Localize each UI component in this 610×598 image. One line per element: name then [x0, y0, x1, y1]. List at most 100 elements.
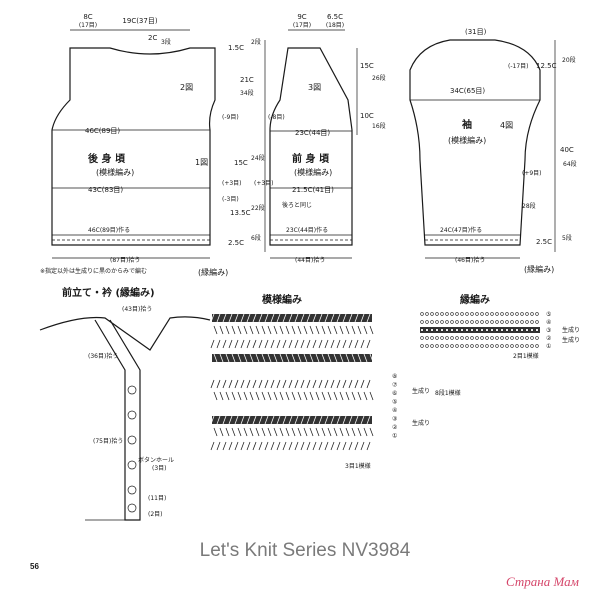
stitch-mark	[219, 325, 224, 335]
stitch-mark	[363, 353, 368, 363]
stitch-mark	[321, 353, 326, 363]
edging-mark	[470, 328, 474, 332]
stitch-row-label: ⑦	[392, 382, 398, 389]
stitch-mark	[312, 415, 317, 425]
edging-mark	[480, 336, 484, 340]
edging-row-label: ③	[546, 327, 551, 334]
stitch-mark	[300, 313, 305, 323]
edging-row	[420, 344, 539, 348]
buttonhole-label: ボタンホール	[138, 456, 174, 464]
stitch-mark	[240, 339, 245, 349]
s2r: 64段	[563, 160, 577, 168]
stitch-mark	[210, 313, 215, 323]
stitch-mark	[300, 339, 305, 349]
stitch-mark	[285, 427, 290, 437]
stitch-mark	[282, 415, 287, 425]
stitch-mark	[333, 325, 338, 335]
stitch-mark	[330, 415, 335, 425]
stitch-mark	[270, 441, 275, 451]
stitch-mark	[333, 391, 338, 401]
edging-mark	[445, 328, 449, 332]
f2r: 16段	[372, 122, 386, 130]
edging-mark	[475, 328, 479, 332]
back-name: 後 身 頃	[88, 152, 126, 165]
stitch-mark	[279, 427, 284, 437]
stitch-mark	[291, 325, 296, 335]
stitch-mark	[219, 391, 224, 401]
stitch-mark	[333, 353, 338, 363]
d1: 1.5C	[228, 44, 244, 52]
back-edge-label: (縁編み)	[198, 267, 228, 277]
stitch-mark	[321, 391, 326, 401]
stitch-row	[213, 427, 374, 437]
stitch-mark	[327, 391, 332, 401]
front-piece: 9C (17目) 6.5C (18目) 3図 23C(44目) 前 身 頃 (模…	[269, 13, 386, 264]
stitch-mark	[285, 353, 290, 363]
d4: (+3目)	[222, 180, 242, 187]
edging-row	[420, 336, 539, 340]
edging-mark	[515, 344, 519, 348]
stitch-mark	[258, 415, 263, 425]
edging-mark	[475, 312, 479, 316]
stitch-mark	[225, 325, 230, 335]
stitch-mark	[267, 325, 272, 335]
stitch-mark	[270, 313, 275, 323]
edging-mark	[450, 312, 454, 316]
stitch-mark	[327, 427, 332, 437]
stitch-mark	[279, 391, 284, 401]
stitch-mark	[246, 379, 251, 389]
edging-mark	[535, 336, 539, 340]
stitch-mark	[363, 325, 368, 335]
stitch-mark	[360, 379, 365, 389]
stitch-mark	[309, 353, 314, 363]
stitch-mark	[234, 441, 239, 451]
edging-color-1: 生成り	[562, 326, 580, 334]
stitch-mark	[357, 353, 362, 363]
stitch-mark	[300, 379, 305, 389]
stitch-mark	[246, 441, 251, 451]
stitch-mark	[246, 339, 251, 349]
stitch-mark	[369, 325, 374, 335]
edging-mark	[465, 336, 469, 340]
stitch-mark	[360, 339, 365, 349]
stitch-mark	[249, 325, 254, 335]
collar-side1: (36目)拾う	[88, 352, 118, 360]
stitch-mark	[249, 353, 254, 363]
edging-mark	[505, 344, 509, 348]
edging-mark	[535, 328, 539, 332]
stitch-mark	[240, 441, 245, 451]
stitch-mark	[225, 427, 230, 437]
stitch-row	[213, 325, 374, 335]
edging-row	[420, 327, 540, 333]
edging-mark	[425, 320, 429, 324]
stitch-mark	[225, 353, 230, 363]
stitch-mark	[357, 427, 362, 437]
stitch-mark	[303, 427, 308, 437]
stitch-row-label: ⑥	[392, 390, 397, 397]
stitch-mark	[240, 379, 245, 389]
stitch-mark	[264, 339, 269, 349]
watermark-logo: Страна Мам	[506, 574, 579, 589]
stitch-row	[210, 313, 372, 323]
edging-repeat-sts: 2目1模様	[513, 352, 539, 360]
stitch-mark	[243, 427, 248, 437]
stitch-mark	[210, 339, 215, 349]
stitch-mark	[225, 391, 230, 401]
edging-mark	[435, 344, 439, 348]
edging-mark	[455, 320, 459, 324]
stitch-mark	[348, 441, 353, 451]
stitch-mark	[291, 427, 296, 437]
edging-mark	[510, 344, 514, 348]
stitch-mark	[222, 441, 227, 451]
edging-mark	[490, 328, 494, 332]
stitch-mark	[342, 379, 347, 389]
stitch-mark	[354, 379, 359, 389]
edging-mark	[450, 328, 454, 332]
edging-mark	[485, 336, 489, 340]
stitch-mark	[336, 379, 341, 389]
stitch-mark	[264, 379, 269, 389]
collar-section: 前立て・衿 (縁編み) (43目)拾う (36目)拾う (75目)拾う ボタンホ…	[39, 286, 211, 521]
edging-mark	[525, 320, 529, 324]
stitch-mark	[243, 353, 248, 363]
